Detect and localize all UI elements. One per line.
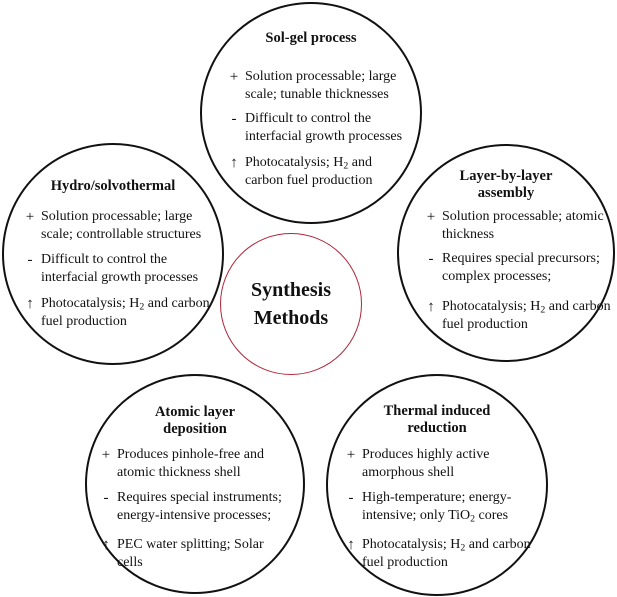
minus-icon: - [103, 490, 109, 506]
pro-item: + Solution processable; large scale; con… [23, 208, 221, 244]
con-text: Requires special precursors; complex pro… [442, 251, 600, 284]
plus-icon: + [25, 209, 35, 225]
node-title-line2: deposition [163, 421, 227, 437]
pro-text: Produces pinhole-free and atomic thickne… [117, 447, 264, 480]
node-atomic-layer-deposition: Atomic layer deposition + Produces pinho… [85, 374, 305, 594]
con-item: - Requires special precursors; complex p… [424, 250, 614, 286]
minus-icon: - [27, 252, 33, 268]
node-title: Thermal induced reduction [328, 403, 546, 437]
pro-item: + Solution processable; atomic thickness [424, 208, 614, 244]
application-text: Photocatalysis; H2 and carbon fuel produ… [245, 155, 373, 188]
center-circle: Synthesis Methods [220, 233, 362, 375]
application-item: ↑ PEC water splitting; Solar cells [99, 536, 269, 572]
node-title-line1: Hydro/solvothermal [50, 178, 176, 194]
node-title-line1: Layer-by-layer [459, 168, 553, 184]
up-arrow-icon: ↑ [102, 537, 110, 553]
con-item: - Difficult to control the interfacial g… [227, 110, 412, 146]
node-layer-by-layer: Layer-by-layer assembly + Solution proce… [397, 144, 615, 362]
con-item: - Requires special instruments; energy-i… [99, 489, 305, 525]
application-text: Photocatalysis; H2 and carbon fuel produ… [362, 537, 531, 570]
pro-text: Solution processable; atomic thickness [442, 209, 604, 242]
con-item: - Difficult to control the interfacial g… [23, 251, 221, 287]
node-title-line1: Atomic layer [154, 404, 236, 420]
node-title: Hydro/solvothermal [4, 178, 222, 195]
plus-icon: + [426, 209, 436, 225]
con-text: Requires special instruments; energy-int… [117, 490, 282, 523]
con-text: High-temperature; energy-intensive; only… [362, 490, 512, 525]
up-arrow-icon: ↑ [26, 296, 34, 312]
minus-icon: - [428, 251, 434, 267]
node-title-line2: assembly [477, 185, 535, 201]
center-title-line2: Methods [253, 307, 329, 329]
application-item: ↑ Photocatalysis; H2 and carbon fuel pro… [344, 536, 540, 572]
node-solgel: Sol-gel process + Solution processable; … [200, 2, 422, 224]
con-text: Difficult to control the interfacial gro… [41, 252, 199, 285]
node-thermal-induced-reduction: Thermal induced reduction + Produces hig… [326, 374, 548, 596]
application-item: ↑ Photocatalysis; H2 and carbon fuel pro… [424, 298, 614, 334]
pro-text: Solution processable; large scale; tunab… [245, 69, 397, 102]
plus-icon: + [229, 69, 239, 85]
up-arrow-icon: ↑ [230, 155, 238, 171]
plus-icon: + [101, 447, 111, 463]
center-title: Synthesis Methods [251, 276, 331, 332]
minus-icon: - [348, 490, 354, 506]
pro-text: Solution processable; large scale; contr… [41, 209, 202, 242]
minus-icon: - [231, 111, 237, 127]
application-text: PEC water splitting; Solar cells [117, 537, 264, 570]
node-title-line2: reduction [407, 420, 467, 436]
application-item: ↑ Photocatalysis; H2 and carbon fuel pro… [227, 154, 412, 190]
plus-icon: + [346, 447, 356, 463]
node-title: Atomic layer deposition [87, 404, 303, 438]
node-title: Layer-by-layer assembly [399, 168, 613, 202]
pro-text: Produces highly active amorphous shell [362, 447, 490, 480]
up-arrow-icon: ↑ [427, 299, 435, 315]
pro-item: + Produces highly active amorphous shell [344, 446, 540, 482]
node-title-line1: Thermal induced [383, 403, 491, 419]
con-text: Difficult to control the interfacial gro… [245, 111, 403, 144]
node-title: Sol-gel process [202, 30, 420, 47]
application-text: Photocatalysis; H2 and carbon fuel produ… [41, 296, 210, 329]
application-item: ↑ Photocatalysis; H2 and carbon fuel pro… [23, 295, 221, 331]
up-arrow-icon: ↑ [347, 537, 355, 553]
node-title-line1: Sol-gel process [265, 30, 357, 46]
application-text: Photocatalysis; H2 and carbon fuel produ… [442, 299, 611, 332]
center-title-line1: Synthesis [250, 279, 332, 301]
pro-item: + Solution processable; large scale; tun… [227, 68, 412, 104]
con-item: - High-temperature; energy-intensive; on… [344, 489, 544, 525]
pro-item: + Produces pinhole-free and atomic thick… [99, 446, 305, 482]
node-hydro: Hydro/solvothermal + Solution processabl… [2, 143, 224, 365]
